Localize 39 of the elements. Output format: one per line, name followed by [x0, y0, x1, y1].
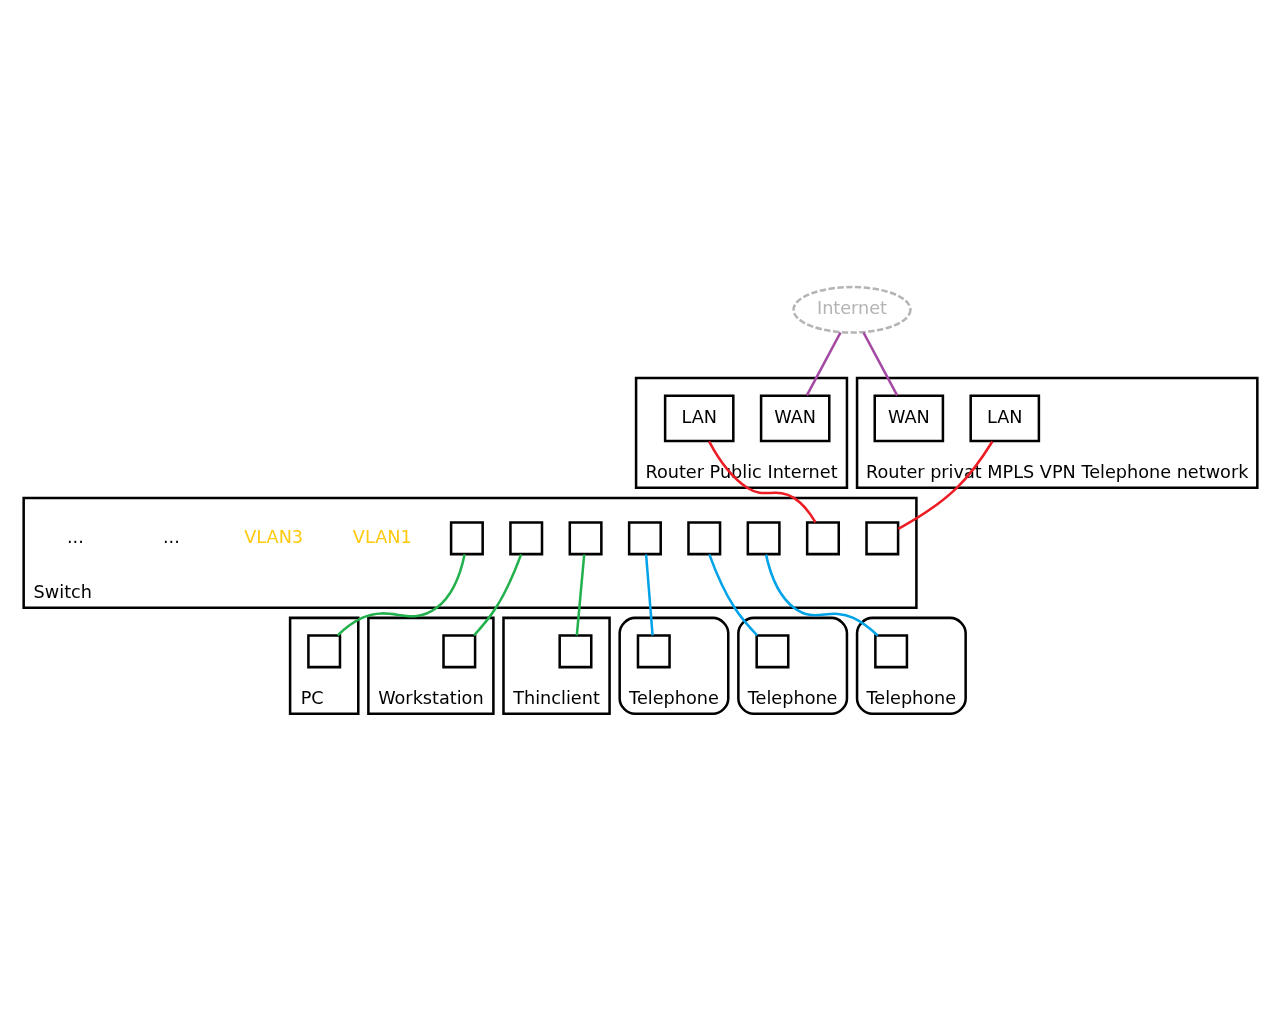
node-box: [746, 520, 781, 555]
cluster: Telephone: [855, 616, 967, 715]
node-box: [307, 633, 342, 668]
node-box: [865, 520, 900, 555]
connector: [708, 553, 759, 636]
cluster: Telephone: [737, 616, 849, 715]
node-box: [568, 520, 603, 555]
node-box: [636, 633, 671, 668]
node-box: [687, 520, 722, 555]
connector: [575, 553, 586, 636]
connector: [644, 553, 654, 636]
label: ...: [67, 526, 84, 547]
connector: [336, 553, 466, 636]
node-box: LAN: [969, 393, 1041, 442]
connector: [862, 331, 899, 396]
connector: [764, 553, 879, 636]
node-box: [449, 520, 484, 555]
node-box: [755, 633, 790, 668]
cluster: Thinclient: [502, 616, 611, 715]
node-box: [627, 520, 662, 555]
node-box: [509, 520, 544, 555]
connector: [897, 440, 994, 530]
label: VLAN3: [244, 526, 304, 547]
label: VLAN1: [352, 526, 412, 547]
cluster: Workstation: [367, 616, 495, 715]
node-box: WAN: [759, 393, 831, 442]
node-box: [805, 520, 840, 555]
cluster: PC: [288, 616, 360, 715]
node-box: LAN: [663, 393, 735, 442]
label: ...: [162, 526, 180, 547]
connector: [707, 440, 817, 523]
node-box: [558, 633, 593, 668]
connector: [473, 553, 523, 636]
node-box: [442, 633, 477, 668]
node-box: WAN: [873, 393, 945, 442]
node-ellipse: Internet: [792, 285, 912, 334]
cluster: Telephone: [618, 616, 730, 715]
connector: [805, 331, 842, 396]
node-box: [874, 633, 909, 668]
